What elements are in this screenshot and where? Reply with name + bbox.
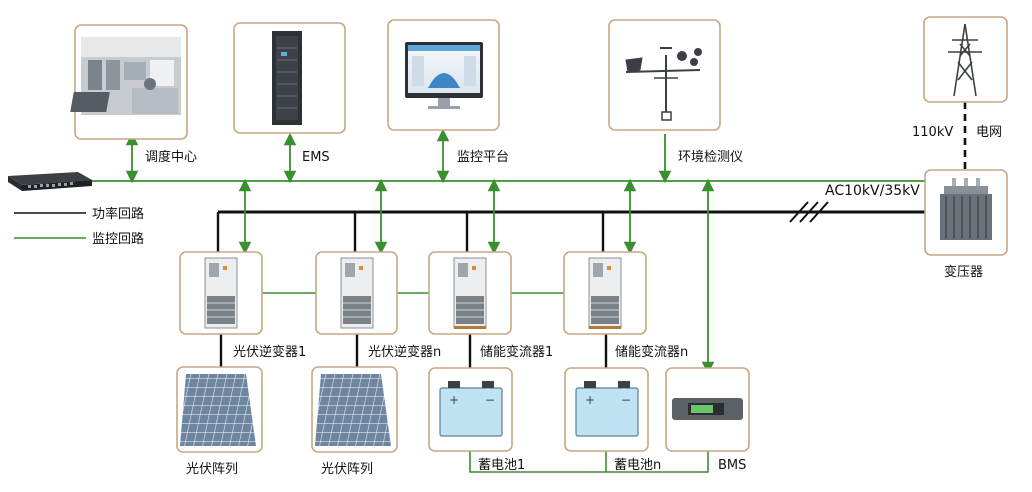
solar-panel-icon: [180, 374, 256, 446]
bus-voltage-label: AC10kV/35kV: [825, 183, 920, 199]
monitor-screen-icon: [405, 42, 483, 109]
bms-label: BMS: [718, 458, 746, 473]
battery-bms-links: [469, 451, 709, 473]
control-room-photo-icon: [70, 37, 181, 115]
dispatch-center: 调度中心: [70, 24, 197, 165]
svg-text:−: −: [485, 393, 495, 407]
pv-inverter-1: 光伏逆变器1: [179, 251, 306, 360]
battery-icon: + −: [439, 381, 503, 437]
inverter-cabinet-icon: [340, 257, 374, 329]
pv-array-1-label: 光伏阵列: [186, 462, 238, 477]
power-drops-bottom: [219, 334, 608, 368]
legend-monitor-label: 监控回路: [92, 231, 144, 247]
battery-n-label: 蓄电池n: [614, 458, 661, 473]
battery-n: + − 蓄电池n: [564, 367, 661, 473]
transformer-icon: [940, 178, 992, 240]
transformer: 变压器: [924, 169, 1008, 280]
top-monitor-arrows: [125, 128, 672, 184]
bus-break-marks: [789, 201, 829, 223]
ems: EMS: [233, 22, 346, 165]
inverter-cabinet-icon: [204, 257, 238, 329]
legend: 功率回路 监控回路: [14, 206, 144, 247]
network-switch-icon: [8, 172, 92, 191]
pv-array-2: 光伏阵列: [311, 366, 398, 477]
transformer-label: 变压器: [944, 264, 983, 280]
pv-inverter-n-label: 光伏逆变器n: [368, 344, 441, 360]
env-monitor-label: 环境检测仪: [678, 150, 743, 165]
solar-panel-icon: [315, 374, 391, 446]
transmission-tower-icon: [948, 23, 982, 97]
server-rack-icon: [272, 31, 302, 125]
pcs-1: 储能变流器1: [428, 251, 553, 360]
power-drops: [216, 212, 605, 252]
dispatch-center-label: 调度中心: [145, 149, 197, 165]
grid-tower: 110kV 电网: [912, 16, 1008, 140]
monitor-platform-label: 监控平台: [457, 150, 509, 165]
battery-icon: + −: [575, 381, 639, 437]
env-monitor: 环境检测仪: [608, 19, 743, 165]
pcs-n-label: 储能变流器n: [615, 344, 688, 360]
pv-inverter-n: 光伏逆变器n: [315, 251, 441, 360]
grid-label: 电网: [976, 125, 1002, 140]
ems-label: EMS: [302, 150, 330, 165]
svg-text:+: +: [449, 393, 459, 407]
pcs-1-label: 储能变流器1: [480, 344, 553, 360]
grid-voltage-label: 110kV: [912, 125, 953, 140]
svg-text:+: +: [585, 393, 595, 407]
pv-array-2-label: 光伏阵列: [321, 462, 373, 477]
bms-unit-icon: [672, 398, 743, 420]
legend-power-label: 功率回路: [92, 206, 144, 222]
pcs-cabinet-icon: [588, 257, 622, 329]
pv-inverter-1-label: 光伏逆变器1: [233, 344, 306, 360]
converter-monitor-arrows: [238, 178, 715, 375]
battery-1: + − 蓄电池1: [428, 367, 525, 473]
pcs-n: 储能变流器n: [563, 251, 688, 360]
weather-station-icon: [625, 47, 702, 121]
pv-array-1: 光伏阵列: [176, 366, 263, 477]
monitor-platform: 监控平台: [387, 19, 509, 165]
pcs-cabinet-icon: [453, 257, 487, 329]
battery-1-label: 蓄电池1: [478, 458, 525, 473]
svg-text:−: −: [621, 393, 631, 407]
bms: BMS: [665, 367, 750, 473]
